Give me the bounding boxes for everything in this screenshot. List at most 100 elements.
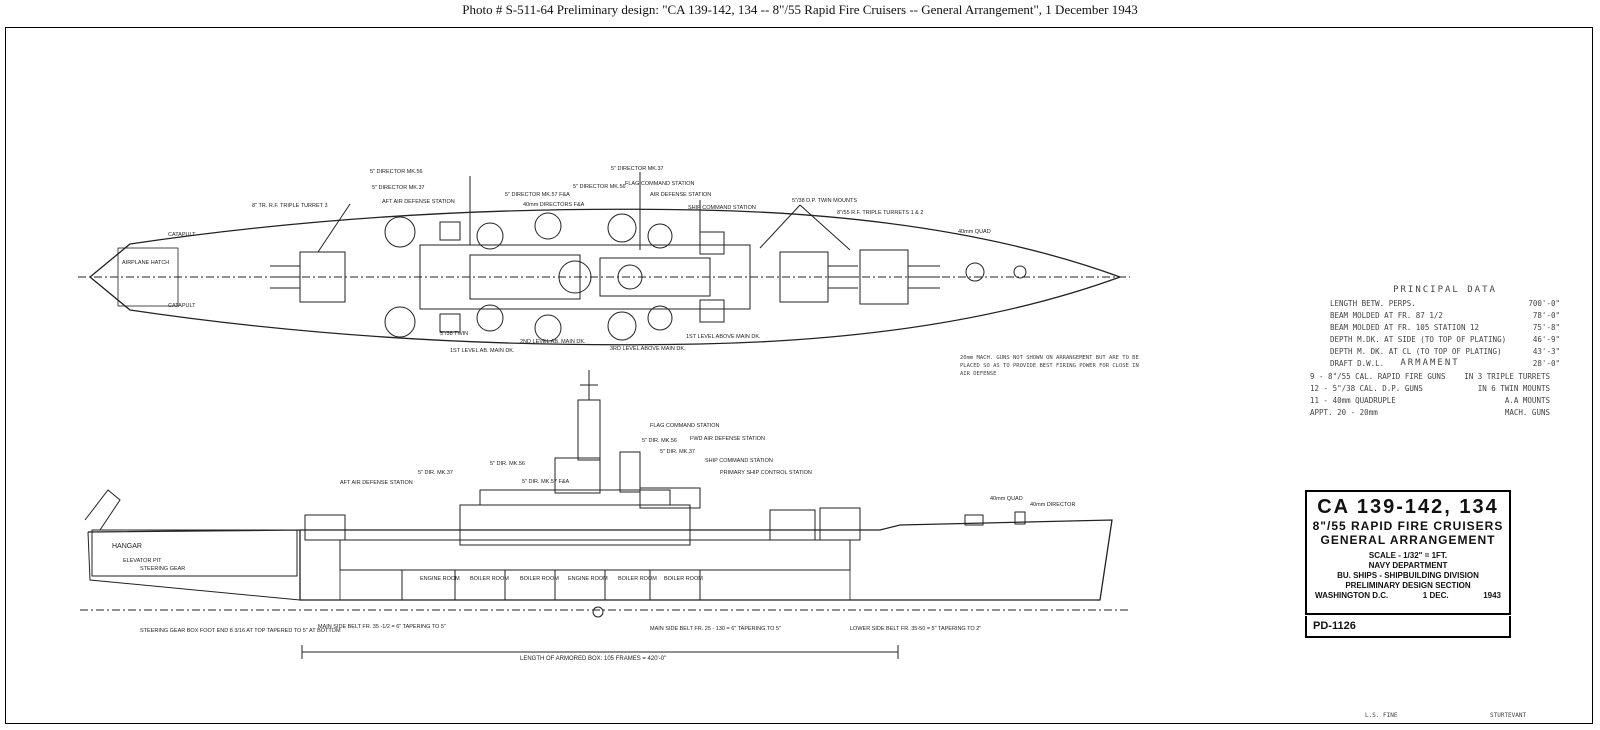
plan-label-dir-mk56-fwd: 5" DIRECTOR MK.56 [573, 184, 626, 190]
plan-label-hatch: AIRPLANE HATCH [122, 260, 169, 266]
profile-label-flag-cmd: FLAG COMMAND STATION [650, 423, 719, 429]
row-label: DRAFT D.W.L. [1330, 359, 1385, 368]
armament-row: 12 - 5"/38 CAL. D.P. GUNS IN 6 TWIN MOUNT… [1310, 383, 1550, 395]
row-value: 43'-3" [1532, 347, 1560, 356]
principal-data-row: DEPTH M.DK. AT SIDE (TO TOP OF PLATING)4… [1330, 334, 1560, 346]
row-label: DEPTH M. DK. AT CL (TO TOP OF PLATING) [1330, 347, 1502, 356]
plan-view [78, 172, 1130, 346]
row-value: MACH. GUNS [1504, 408, 1550, 417]
profile-label-steering-note: STEERING GEAR BOX FOOT END 8 3/16 AT TOP… [140, 628, 341, 634]
profile-label-steering: STEERING GEAR [140, 566, 185, 572]
profile-label-quad-40: 40mm QUAD [990, 496, 1023, 502]
principal-data-row: BEAM MOLDED AT FR. 87 1/2 78'-0" [1330, 310, 1560, 322]
profile-label-elevator: ELEVATOR PIT [123, 558, 162, 564]
armament: ARMAMENT 9 - 8"/55 CAL. RAPID FIRE GUNS I… [1310, 358, 1550, 419]
row-label: BEAM MOLDED AT FR. 105 STATION 12 [1330, 323, 1480, 332]
profile-label-boiler-3: BOILER ROOM [618, 576, 657, 582]
profile-label-ship-cmd: SHIP COMMAND STATION [705, 458, 773, 464]
plan-label-twin-mounts: 5"/38 D.P. TWIN MOUNTS [792, 198, 857, 204]
profile-label-main-belt-2: MAIN SIDE BELT FR. 25 - 130 = 6" TAPERIN… [650, 626, 781, 632]
plan-label-air-def: AIR DEFENSE STATION [650, 192, 711, 198]
principal-data-heading: PRINCIPAL DATA [1393, 285, 1497, 295]
plan-label-lvl3: 3RD LEVEL ABOVE MAIN DK. [610, 346, 686, 352]
plan-label-lvl2: 2ND LEVEL AB. MAIN DK. [520, 339, 586, 345]
profile-label-fwd-air-def: FWD AIR DEFENSE STATION [690, 436, 765, 442]
profile-label-armored-box: LENGTH OF ARMORED BOX: 105 FRAMES = 420'… [520, 656, 666, 662]
profile-label-hangar: HANGAR [112, 543, 142, 550]
title-dept: NAVY DEPARTMENT [1368, 561, 1448, 570]
title-section: PRELIMINARY DESIGN SECTION [1345, 581, 1471, 590]
plan-label-lvl1: 1ST LEVEL AB. MAIN DK. [450, 348, 515, 354]
plan-label-dir-mk37-fwd: 5" DIRECTOR MK.37 [611, 166, 664, 172]
title-bureau: BU. SHIPS - SHIPBUILDING DIVISION [1337, 571, 1479, 580]
armament-row: 9 - 8"/55 CAL. RAPID FIRE GUNS IN 3 TRIPL… [1310, 371, 1550, 383]
row-value: 46'-9" [1532, 335, 1560, 344]
row-label: LENGTH BETW. PERPS. [1330, 299, 1416, 308]
profile-label-lower-belt: LOWER SIDE BELT FR. 35-50 = 5" TAPERING … [850, 626, 981, 632]
armament-row: APPT. 20 - 20mm MACH. GUNS [1310, 407, 1550, 419]
row-label: APPT. 20 - 20mm [1310, 408, 1378, 417]
title-block: CA 139-142, 134 8"/55 RAPID FIRE CRUISER… [1305, 490, 1511, 615]
row-label: 9 - 8"/55 CAL. RAPID FIRE GUNS [1310, 372, 1446, 381]
row-value: A.A MOUNTS [1504, 396, 1550, 405]
plan-label-aft-air-def: AFT AIR DEFENSE STATION [382, 199, 455, 205]
profile-label-dir-mk57: 5" DIR. MK.57 F&A [522, 479, 570, 485]
mach-gun-note: 20mm MACH. GUNS NOT SHOWN ON ARRANGEMENT… [960, 355, 1139, 377]
profile-label-boiler-1: BOILER ROOM [470, 576, 509, 582]
plan-label-flag-cmd: FLAG COMMAND STATION [625, 181, 694, 187]
signature-left: L.S. FINE [1365, 712, 1398, 719]
row-label: 12 - 5"/38 CAL. D.P. GUNS [1310, 384, 1423, 393]
profile-label-dir-mk37: 5" DIR. MK.37 [418, 470, 453, 476]
plan-label-fwd-turrets: 8"/55 R.F. TRIPLE TURRETS 1 & 2 [837, 210, 923, 216]
title-line2: 8"/55 RAPID FIRE CRUISERS [1312, 519, 1504, 533]
plan-label-dir-40mm: 40mm DIRECTORS F&A [523, 202, 585, 208]
principal-data-row: LENGTH BETW. PERPS. 700'-0" [1330, 298, 1560, 310]
armament-row: 11 - 40mm QUADRUPLE A.A MOUNTS [1310, 395, 1550, 407]
plan-label-catapult-bottom: CATAPULT [168, 303, 196, 309]
profile-label-main-belt: MAIN SIDE BELT FR. 35 -1/2 = 6" TAPERING… [318, 624, 446, 630]
profile-label-primary-ctrl: PRIMARY SHIP CONTROL STATION [720, 470, 812, 476]
photo-caption: Photo # S-511-64 Preliminary design: "CA… [462, 2, 1138, 17]
profile-view [80, 370, 1130, 659]
plan-label-aft-turret: 8" TR. R.F. TRIPLE TURRET 3 [252, 203, 328, 209]
plan-label-dir-mk56-aft: 5" DIRECTOR MK.56 [370, 169, 423, 175]
drawing-sheet [5, 27, 1593, 724]
profile-label-aft-air-def: AFT AIR DEFENSE STATION [340, 480, 413, 486]
principal-data-row: DRAFT D.W.L.28'-0" [1330, 358, 1560, 370]
profile-label-dir-40: 40mm DIRECTOR [1030, 502, 1075, 508]
principal-data-row: BEAM MOLDED AT FR. 105 STATION 12 75'-8" [1330, 322, 1560, 334]
profile-label-boiler-2: BOILER ROOM [520, 576, 559, 582]
plan-label-40mm: 40mm QUAD [958, 229, 991, 235]
plan-label-twin-38: 5"/38 TWIN [440, 331, 468, 337]
profile-label-boiler-4: BOILER ROOM [664, 576, 703, 582]
principal-data-row: DEPTH M. DK. AT CL (TO TOP OF PLATING) 43… [1330, 346, 1560, 358]
title-scale: SCALE - 1/32" = 1FT. [1368, 551, 1448, 560]
title-date: 1 DEC. [1422, 591, 1449, 600]
title-line1: CA 139-142, 134 [1317, 496, 1499, 518]
row-label: 11 - 40mm QUADRUPLE [1310, 396, 1396, 405]
plan-label-dir-mk57: 5" DIRECTOR MK.57 F&A [505, 192, 570, 198]
plan-label-ship-cmd: SHIP COMMAND STATION [688, 205, 756, 211]
drawing-number: PD-1126 [1305, 616, 1511, 638]
signature-right: STURTEVANT [1490, 712, 1527, 719]
row-value: 700'-0" [1528, 299, 1560, 308]
profile-label-dir-mk56b: 5" DIR. MK.56 [642, 438, 677, 444]
row-value: IN 6 TWIN MOUNTS [1477, 384, 1550, 393]
plan-label-catapult-top: CATAPULT [168, 232, 196, 238]
row-label: BEAM MOLDED AT FR. 87 1/2 [1330, 311, 1443, 320]
title-city-date-row: WASHINGTON D.C. 1 DEC. 1943 [1307, 591, 1509, 601]
title-city: WASHINGTON D.C. [1315, 591, 1389, 600]
profile-label-dir-mk37b: 5" DIR. MK.37 [660, 449, 695, 455]
plan-label-lvl1b: 1ST LEVEL ABOVE MAIN DK. [686, 334, 761, 340]
plan-label-dir-mk37-aft: 5" DIRECTOR MK.37 [372, 185, 425, 191]
principal-data: PRINCIPAL DATA LENGTH BETW. PERPS. 700'-0… [1330, 285, 1560, 370]
profile-label-engine-2: ENGINE ROOM [568, 576, 608, 582]
row-value: 78'-0" [1532, 311, 1560, 320]
profile-label-dir-mk56: 5" DIR. MK.56 [490, 461, 525, 467]
row-value: 75'-8" [1532, 323, 1560, 332]
row-value: IN 3 TRIPLE TURRETS [1464, 372, 1550, 381]
armament-heading: ARMAMENT [1400, 358, 1460, 368]
title-year: 1943 [1483, 591, 1501, 600]
title-line3: GENERAL ARRANGEMENT [1320, 533, 1496, 547]
